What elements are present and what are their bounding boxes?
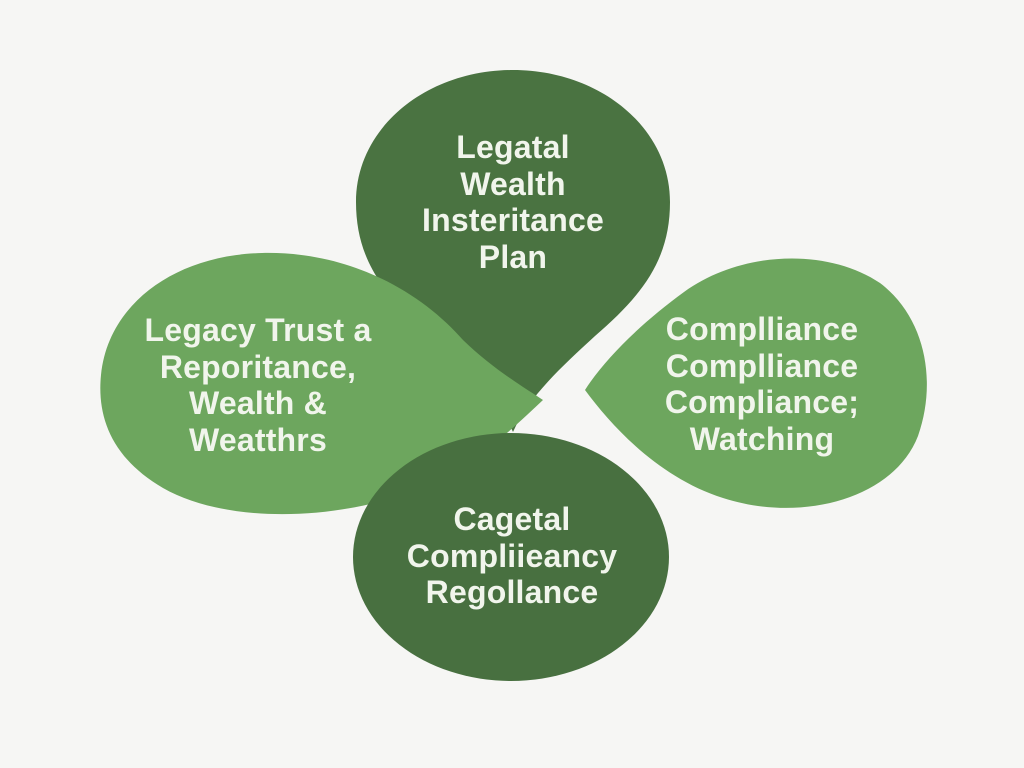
left-petal-shape xyxy=(100,252,543,515)
bottom-petal-shape xyxy=(353,433,669,681)
right-petal-shape xyxy=(585,258,927,508)
top-petal-shape xyxy=(356,70,670,432)
